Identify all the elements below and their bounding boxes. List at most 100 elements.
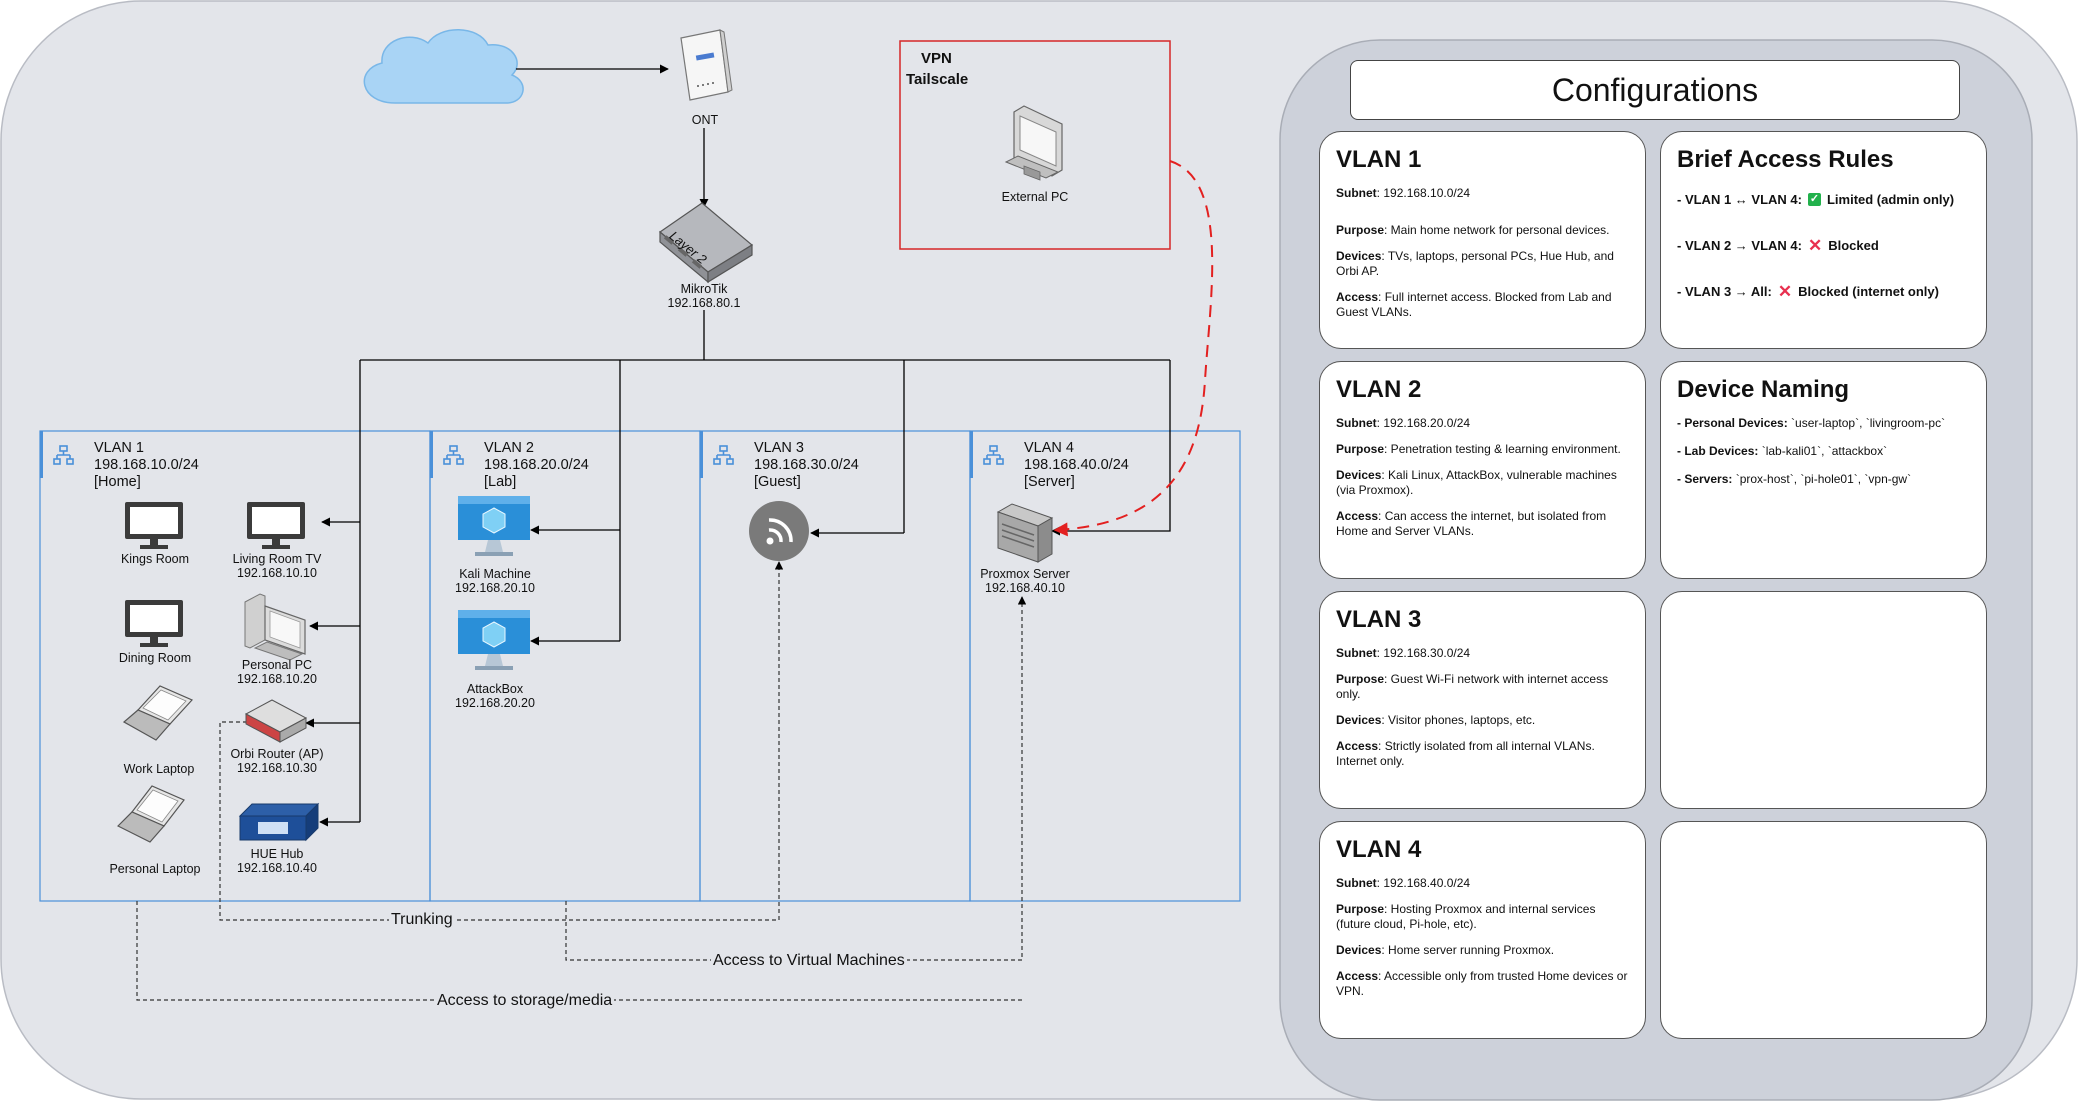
living-room-tv-ip: 192.168.10.10 (237, 566, 317, 580)
ont-label: ONT (691, 113, 719, 127)
kali-name: Kali Machine (459, 567, 531, 581)
access-line: Access: Can access the internet, but iso… (1336, 509, 1607, 538)
trunking-label: Trunking (389, 911, 455, 929)
access-line: Access: Full internet access. Blocked fr… (1336, 290, 1612, 319)
orbi-router-icon (244, 699, 308, 743)
hue-hub-icon (238, 802, 320, 842)
access-rule: - VLAN 3 → All: ✕ Blocked (internet only… (1677, 282, 1939, 301)
personal-pc-ip: 192.168.10.20 (237, 672, 317, 686)
personal-pc-name: Personal PC (241, 658, 313, 672)
card-title: Device Naming (1677, 376, 1850, 403)
switch-name: MikroTik (680, 282, 728, 296)
network-icon (443, 445, 464, 465)
monitor-icon-living-room-tv (247, 502, 305, 549)
network-icon (713, 445, 734, 465)
vlan2-name: VLAN 2 (484, 440, 534, 456)
attackbox-name: AttackBox (466, 682, 524, 696)
vlan1-links (305, 517, 360, 827)
cloud-icon (363, 29, 524, 104)
kali-ip: 192.168.20.10 (455, 581, 535, 595)
configurations-title: Configurations (1350, 60, 1960, 120)
vlan4-config-card: VLAN 4 Subnet: 192.168.40.0/24 Purpose: … (1319, 821, 1646, 1039)
wifi-icon (749, 501, 809, 561)
vlan-network-icons (53, 445, 1004, 465)
devices-line: Devices: Kali Linux, AttackBox, vulnerab… (1336, 468, 1617, 497)
proxmox-server-icon (996, 503, 1054, 563)
vlan4-name: VLAN 4 (1024, 440, 1074, 456)
access-line: Access: Accessible only from trusted Hom… (1336, 969, 1628, 998)
cross-icon: ✕ (1777, 282, 1793, 301)
hue-hub-name: HUE Hub (250, 847, 304, 861)
vlan2-header: VLAN 2 198.168.20.0/24 [Lab] (484, 440, 589, 491)
naming-line: - Personal Devices: `user-laptop`, `livi… (1677, 416, 1946, 430)
vpn-subtitle: Tailscale (906, 71, 969, 88)
purpose-line: Purpose: Main home network for personal … (1336, 223, 1610, 237)
vpn-box (899, 40, 1171, 250)
empty-card (1660, 821, 1987, 1039)
access-rule: - VLAN 1 ↔ VLAN 4: ✓ Limited (admin only… (1677, 192, 1955, 207)
access-line: Access: Strictly isolated from all inter… (1336, 739, 1595, 768)
hue-hub-ip: 192.168.10.40 (237, 861, 317, 875)
cross-icon: ✕ (1807, 236, 1823, 255)
vlan4-container (969, 430, 1241, 902)
personal-laptop-label: Personal Laptop (109, 862, 201, 876)
laptop-icons (116, 685, 194, 843)
vlan3-config-card: VLAN 3 Subnet: 192.168.30.0/24 Purpose: … (1319, 591, 1646, 809)
devices-line: Devices: Visitor phones, laptops, etc. (1336, 713, 1536, 727)
external-pc-icon (1004, 105, 1063, 181)
vm-icons (458, 496, 530, 670)
vm-icon-attackbox (458, 610, 530, 670)
vlan-containers (39, 430, 1241, 902)
proxmox-name: Proxmox Server (980, 567, 1070, 581)
vlan1-tag: [Home] (94, 474, 141, 490)
naming-line: - Lab Devices: `lab-kali01`, `attackbox` (1677, 444, 1888, 458)
card-title: VLAN 3 (1336, 606, 1422, 633)
devices-line: Devices: TVs, laptops, personal PCs, Hue… (1336, 249, 1614, 278)
vlan3-header: VLAN 3 198.168.30.0/24 [Guest] (754, 440, 859, 491)
purpose-line: Purpose: Penetration testing & learning … (1336, 442, 1621, 456)
laptop-icon-work (122, 685, 194, 741)
vlan3-name: VLAN 3 (754, 440, 804, 456)
network-icon (53, 445, 74, 465)
vlan3-subnet: 198.168.30.0/24 (754, 457, 859, 473)
card-title: VLAN 1 (1336, 146, 1422, 173)
external-pc-label: External PC (1001, 190, 1069, 204)
card-title: VLAN 2 (1336, 376, 1422, 403)
vlan1-name: VLAN 1 (94, 440, 144, 456)
vlan2-links (530, 525, 620, 646)
dining-room-label: Dining Room (118, 651, 192, 665)
subnet-line: Subnet: 192.168.20.0/24 (1336, 416, 1471, 430)
trunking-flow (219, 561, 784, 921)
switch-ip: 192.168.80.1 (667, 296, 741, 310)
subnet-line: Subnet: 192.168.30.0/24 (1336, 646, 1471, 660)
access-rules-card: Brief Access Rules - VLAN 1 ↔ VLAN 4: ✓ … (1660, 131, 1987, 349)
network-icon (983, 445, 1004, 465)
kings-room-label: Kings Room (120, 552, 190, 566)
vlan1-config-card: VLAN 1 Subnet: 192.168.10.0/24 Purpose: … (1319, 131, 1646, 349)
trunk-lines (359, 310, 1171, 822)
card-title: VLAN 4 (1336, 836, 1422, 863)
devices-line: Devices: Home server running Proxmox. (1336, 943, 1555, 957)
vpn-title: VPN (921, 50, 952, 67)
purpose-line: Purpose: Guest Wi-Fi network with intern… (1336, 672, 1609, 701)
vm-icon-kali (458, 496, 530, 556)
work-laptop-label: Work Laptop (123, 762, 195, 776)
layer2-switch-icon (659, 202, 754, 284)
vpn-link (1053, 160, 1214, 537)
purpose-line: Purpose: Hosting Proxmox and internal se… (1336, 902, 1596, 931)
living-room-tv-name: Living Room TV (232, 552, 322, 566)
monitor-icons (125, 502, 305, 647)
subnet-line: Subnet: 192.168.10.0/24 (1336, 186, 1471, 200)
ont-icon (680, 29, 733, 101)
naming-line: - Servers: `prox-host`, `pi-hole01`, `vp… (1677, 472, 1912, 486)
vlan1-header: VLAN 1 198.168.10.0/24 [Home] (94, 440, 199, 491)
card-title: Brief Access Rules (1677, 146, 1894, 173)
subnet-line: Subnet: 192.168.40.0/24 (1336, 876, 1471, 890)
device-naming-card: Device Naming - Personal Devices: `user-… (1660, 361, 1987, 579)
monitor-icon-kings-room (125, 502, 183, 549)
vlan2-subnet: 198.168.20.0/24 (484, 457, 589, 473)
storage-access-flow (136, 901, 1022, 1001)
vlan1-subnet: 198.168.10.0/24 (94, 457, 199, 473)
vlan2-tag: [Lab] (484, 474, 517, 490)
